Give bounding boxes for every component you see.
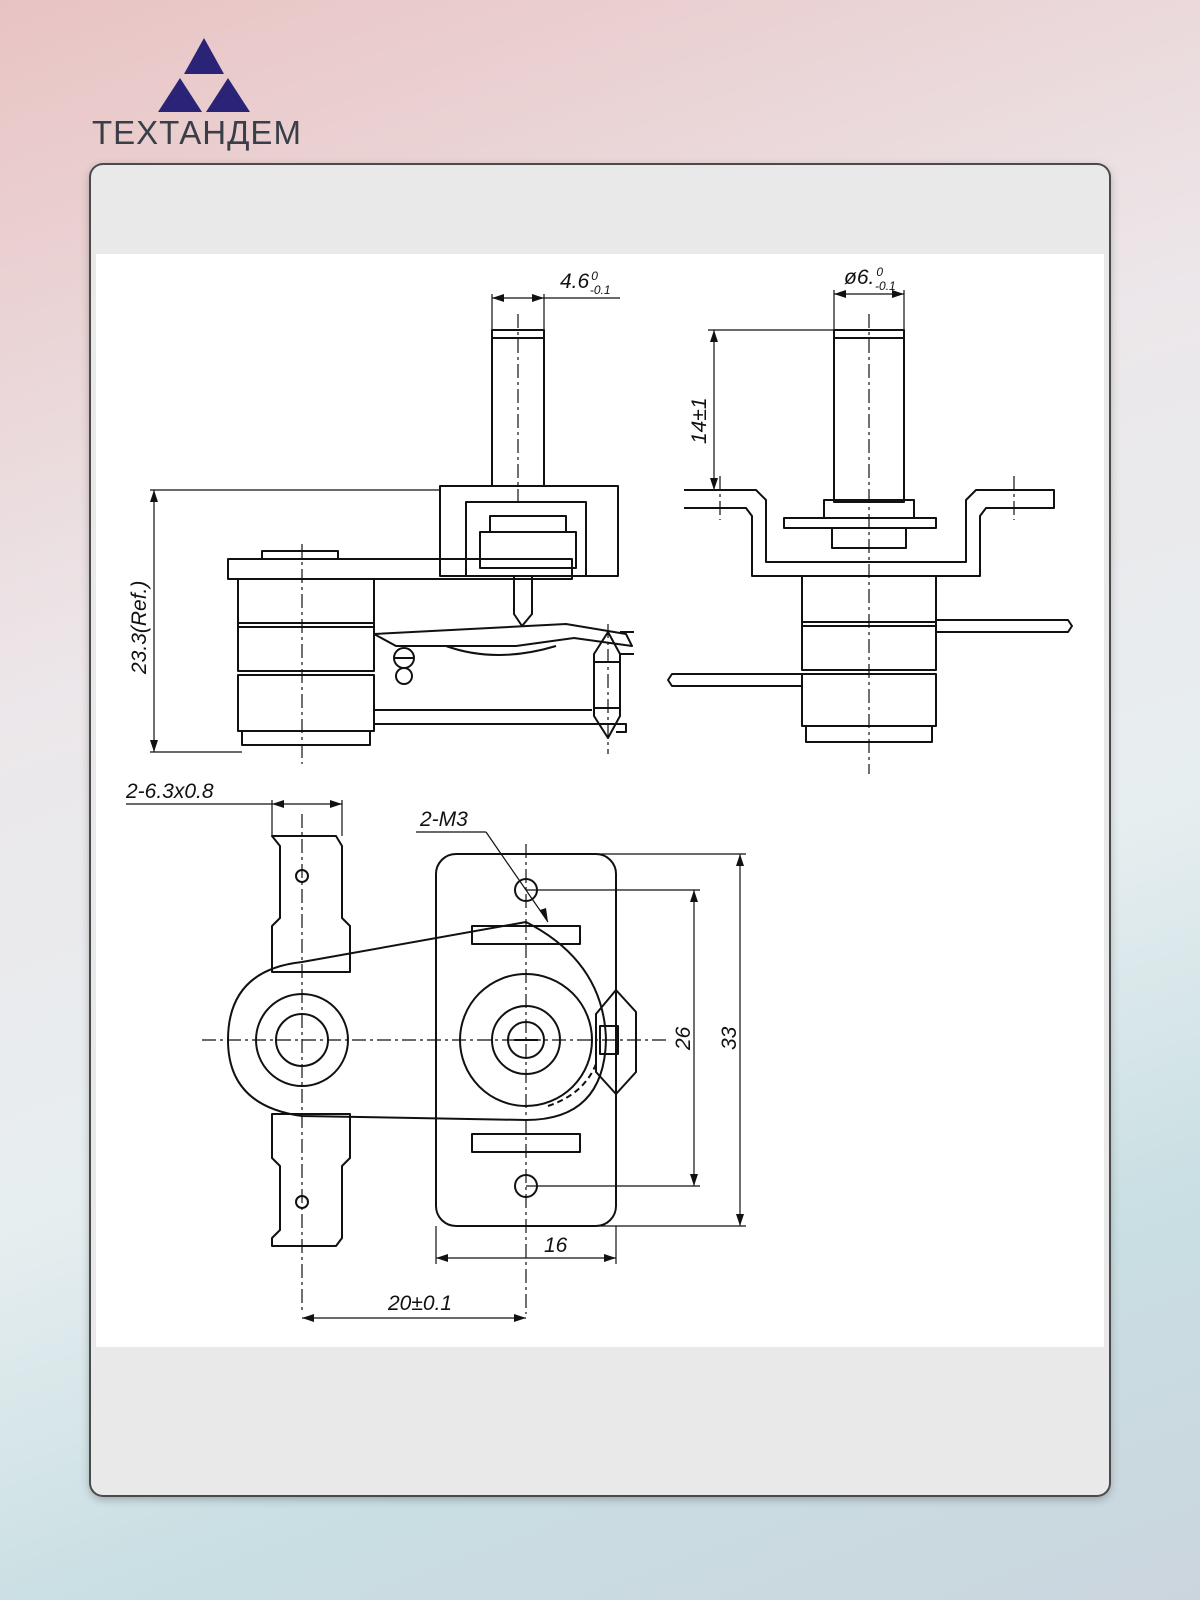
brand-logo: ТЕХТАНДЕМ — [92, 36, 322, 156]
dim-shaft-diameter: ø6.0-0.1 — [844, 265, 896, 293]
logo-triangles-icon — [158, 38, 250, 112]
dim-bracket-width: 16 — [544, 1234, 568, 1257]
front-view — [150, 294, 634, 764]
dim-terminal-size: 2-6.3x0.8 — [125, 780, 214, 803]
dim-hole-spacing: 26 — [672, 1026, 695, 1051]
dim-terminal-spacing: 20±0.1 — [387, 1292, 452, 1315]
dim-screw-holes: 2-M3 — [419, 808, 468, 831]
top-view — [126, 800, 746, 1319]
dim-body-height: 23.3(Ref.) — [128, 581, 151, 675]
dim-bracket-length: 33 — [718, 1026, 741, 1050]
brand-name: ТЕХТАНДЕМ — [92, 114, 302, 151]
thermostat-drawing: 4.60-0.1 ø6.0-0.1 14±1 23.3(Ref.) 2-6.3x… — [125, 265, 1073, 1322]
dim-shaft-height: 14±1 — [688, 397, 711, 444]
side-view — [667, 290, 1073, 774]
